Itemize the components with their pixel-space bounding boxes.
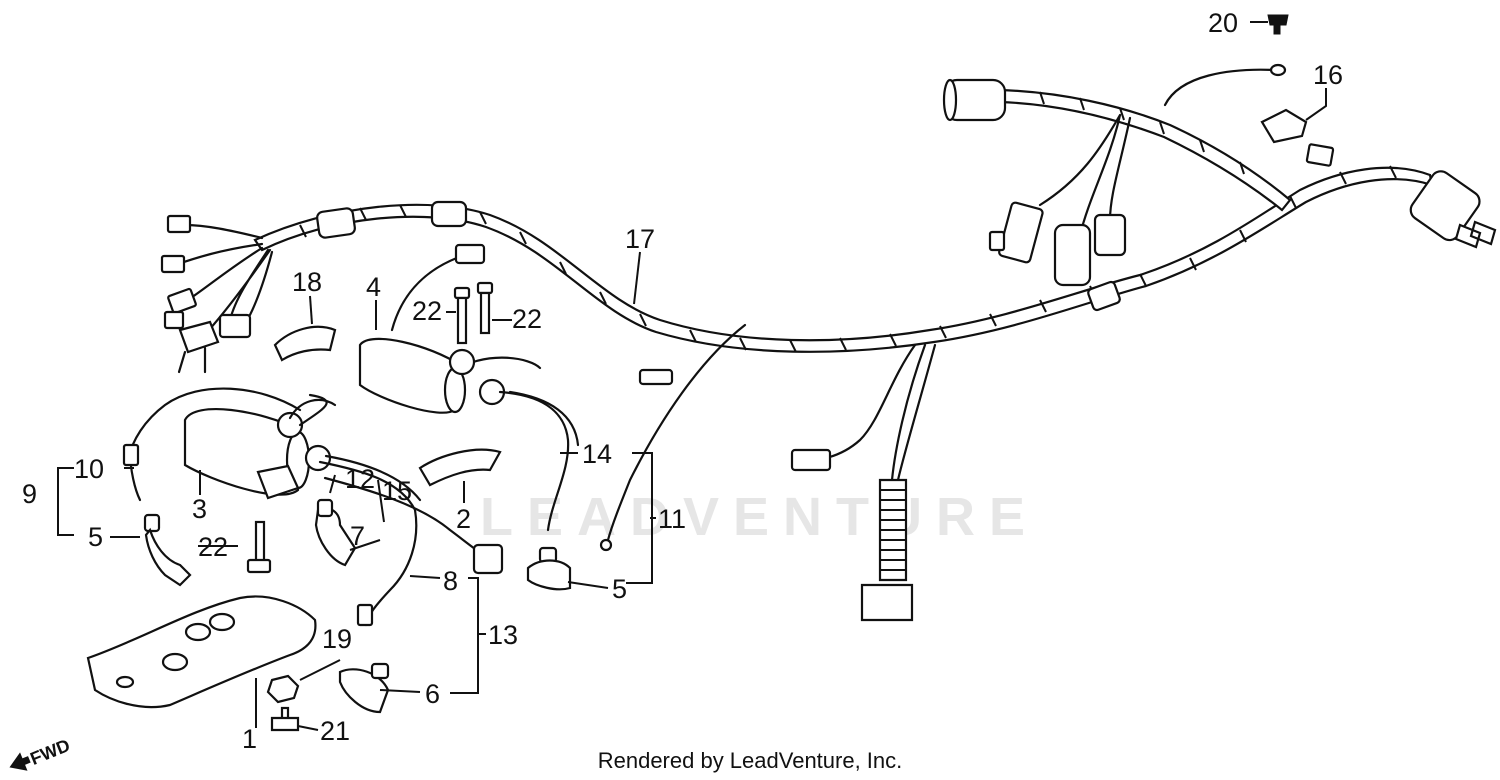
callout-4: 4 <box>366 272 381 302</box>
bolt-21[interactable] <box>270 706 300 732</box>
ignition-coil-lower[interactable] <box>122 387 504 627</box>
callout-22-c: 22 <box>198 532 228 562</box>
bolt-20[interactable] <box>1267 14 1289 35</box>
callout-9: 9 <box>22 479 37 509</box>
callout-12: 12 <box>345 464 375 494</box>
coupler-16[interactable] <box>1260 108 1308 144</box>
callout-16: 16 <box>1313 60 1343 90</box>
callout-22-a: 22 <box>412 296 442 326</box>
footer-credit: Rendered by LeadVenture, Inc. <box>597 748 903 773</box>
callout-2: 2 <box>456 504 471 534</box>
callout-11: 11 <box>658 504 686 534</box>
nut-19[interactable] <box>266 674 300 704</box>
watermark: LEADVENTURE <box>480 487 1040 547</box>
callout-8: 8 <box>443 566 458 596</box>
callout-13: 13 <box>488 620 518 650</box>
bracket-18[interactable] <box>273 325 337 362</box>
callout-17: 17 <box>625 224 655 254</box>
callout-5-right: 5 <box>612 574 627 604</box>
callout-19: 19 <box>322 624 352 654</box>
spark-plug-cap-5-right[interactable] <box>526 546 572 591</box>
ignition-coil-cover-1[interactable] <box>86 595 317 709</box>
callout-15: 15 <box>382 476 412 506</box>
spark-plug-cap-5-left[interactable] <box>143 513 192 587</box>
callout-7: 7 <box>350 521 365 551</box>
bolt-22-lower[interactable] <box>246 520 272 574</box>
fwd-arrow-icon <box>9 752 31 771</box>
spark-plug-cap-6[interactable] <box>338 662 390 714</box>
callout-1: 1 <box>242 724 257 754</box>
callout-labels: 20 16 17 18 4 22 22 14 11 5 2 12 15 7 8 … <box>22 8 1343 754</box>
callout-3: 3 <box>192 494 207 524</box>
stay-bracket-2[interactable] <box>418 448 502 487</box>
callout-18: 18 <box>292 267 322 297</box>
bolt-22-upper-right[interactable] <box>476 281 494 335</box>
leader-lines <box>57 21 1327 731</box>
callout-20: 20 <box>1208 8 1238 38</box>
ignition-coil-upper[interactable] <box>358 243 580 532</box>
callout-22-b: 22 <box>512 304 542 334</box>
spark-plug-cap-7[interactable] <box>314 498 357 567</box>
callout-5-left: 5 <box>88 522 103 552</box>
callout-6: 6 <box>425 679 440 709</box>
callout-10: 10 <box>74 454 104 484</box>
callout-14: 14 <box>582 439 612 469</box>
callout-21: 21 <box>320 716 350 746</box>
bolt-22-upper-left[interactable] <box>453 286 471 345</box>
main-wire-harness[interactable] <box>160 63 1497 622</box>
